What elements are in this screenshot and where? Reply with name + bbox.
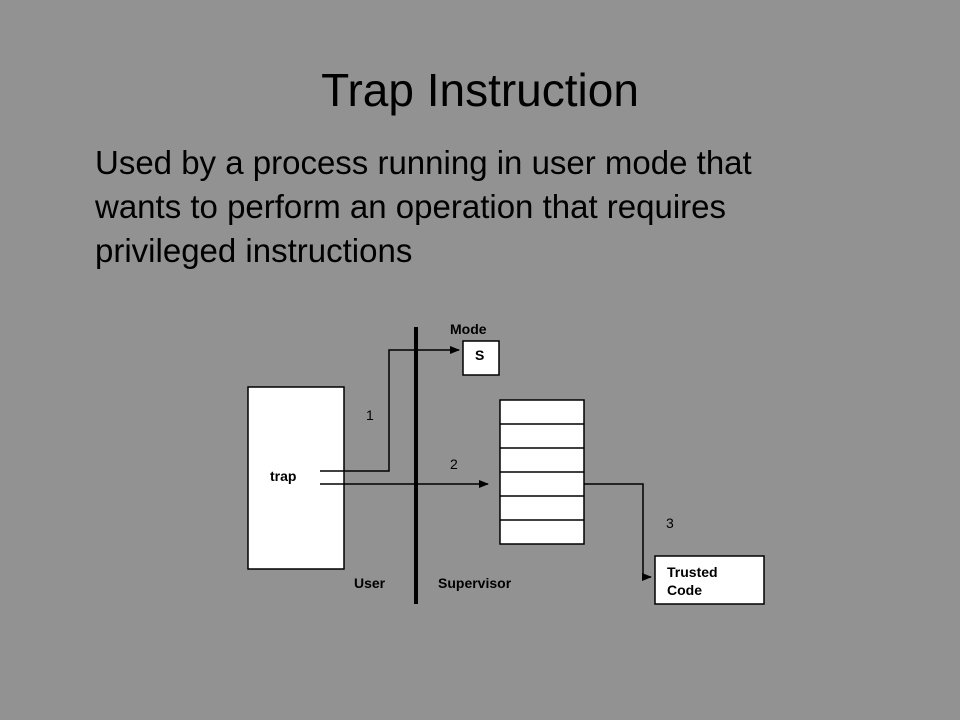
user-region-label: User [354, 575, 386, 591]
trap-label: trap [270, 468, 296, 484]
step-1-arrow [320, 346, 460, 472]
body-line: wants to perform an operation that requi… [95, 188, 727, 225]
step-2-number: 2 [450, 456, 458, 472]
body-line: privileged instructions [95, 232, 413, 269]
trusted-code-label-line: Code [667, 582, 702, 598]
body-line: Used by a process running in user mode t… [95, 144, 752, 181]
slide-body-text: Used by a process running in user mode t… [95, 141, 895, 273]
mode-label: Mode [450, 321, 487, 337]
step-3-arrow [584, 483, 652, 581]
supervisor-region-label: Supervisor [438, 575, 512, 591]
trap-vector-table [499, 399, 585, 545]
slide-title: Trap Instruction [321, 64, 639, 116]
trusted-code-box [654, 555, 765, 605]
step-1-number: 1 [366, 407, 374, 423]
step-3-number: 3 [666, 515, 674, 531]
process-box [247, 386, 345, 570]
mode-value: S [475, 347, 484, 363]
mode-box [462, 340, 500, 376]
trusted-code-label-line: Trusted [667, 564, 718, 580]
